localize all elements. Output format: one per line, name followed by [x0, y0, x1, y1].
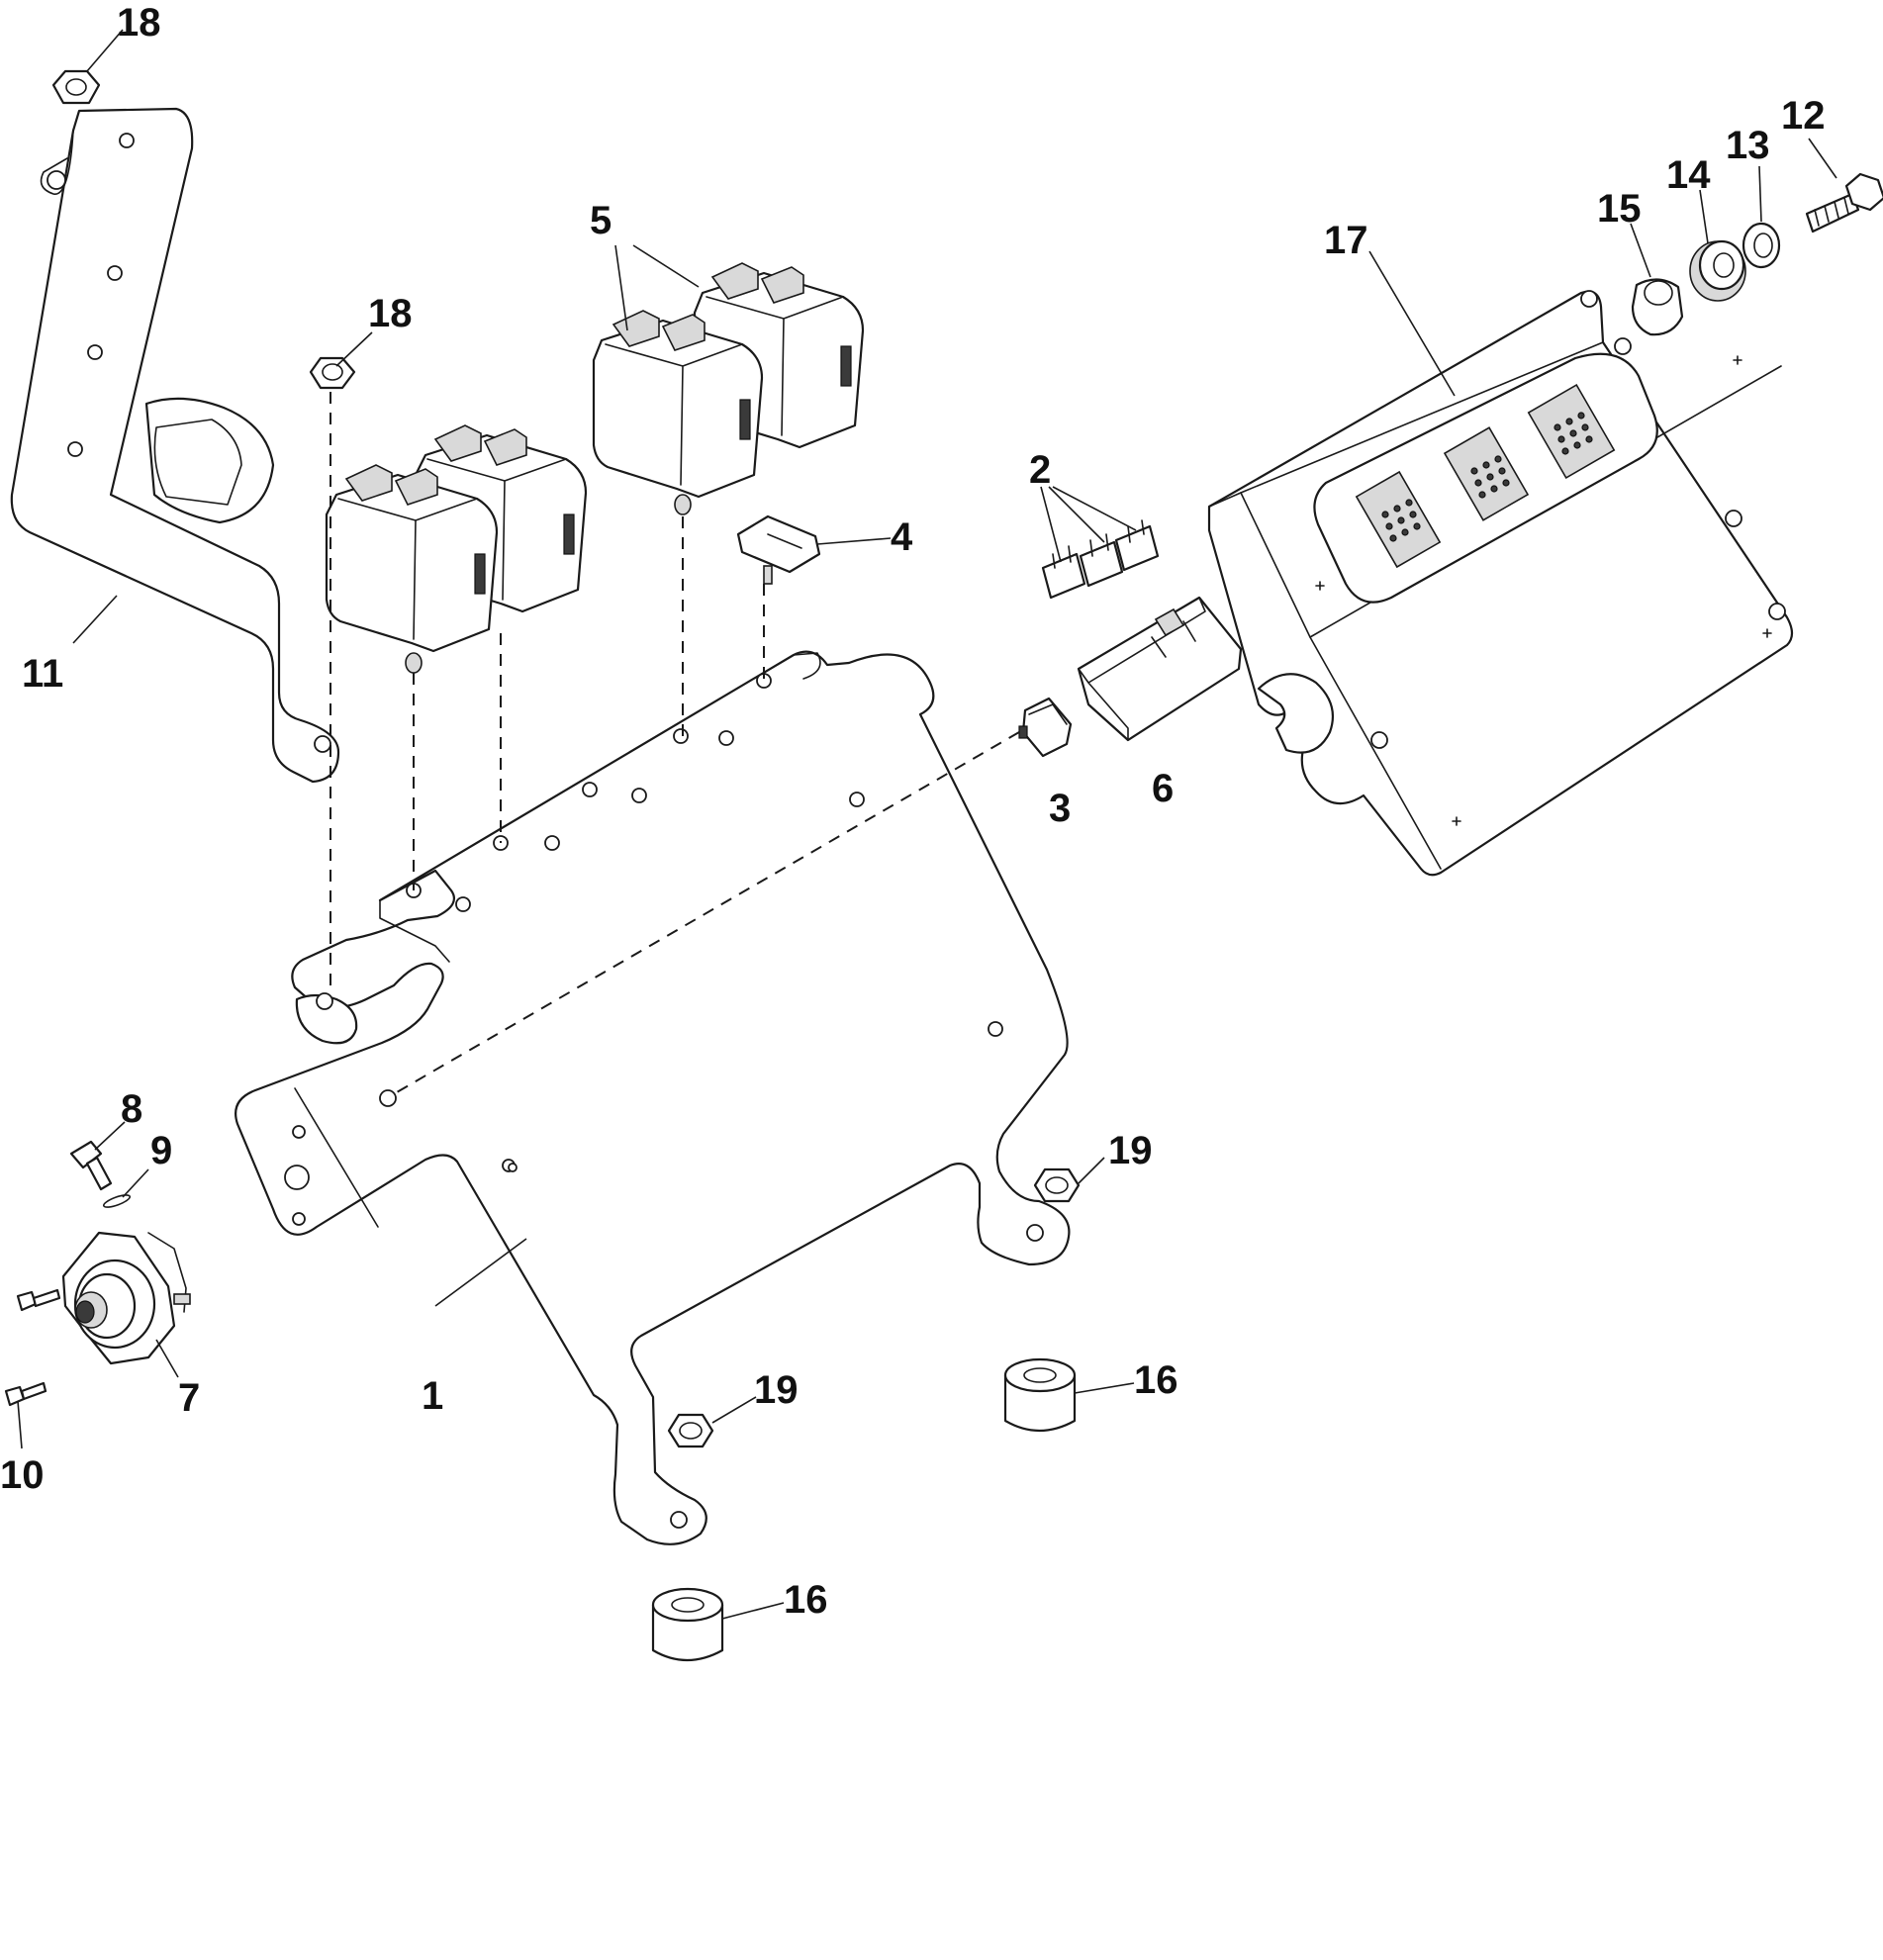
callout-16-right: 16	[1134, 1358, 1178, 1402]
ecm-module-17	[1207, 290, 1794, 877]
relay-lower-left	[325, 464, 499, 674]
screw-8	[69, 1140, 113, 1191]
callout-6: 6	[1152, 767, 1174, 810]
mounting-plate-1	[235, 650, 1071, 1545]
callouts: 18 18 5 4 2 3 6 17 15 14 13 12 11 1 19 1…	[0, 1, 1826, 1622]
grommet-14	[1689, 239, 1746, 302]
relay-5-upper-left	[592, 310, 764, 515]
sensor-7	[61, 1231, 191, 1365]
callout-3: 3	[1049, 787, 1071, 830]
callout-2: 2	[1029, 448, 1051, 492]
callout-14: 14	[1666, 153, 1711, 197]
nut-18-top	[51, 69, 101, 105]
callout-8: 8	[121, 1087, 142, 1131]
callout-11: 11	[22, 652, 63, 696]
callout-10: 10	[0, 1453, 45, 1497]
nut-19-right	[1033, 1167, 1081, 1203]
ecm-connector-pins	[1381, 412, 1593, 542]
callout-17: 17	[1324, 219, 1368, 262]
callout-18-top: 18	[117, 1, 161, 45]
bracket-11	[10, 107, 340, 784]
nut-19-bottom	[667, 1413, 714, 1448]
fuse-block-6	[1077, 596, 1243, 742]
screw-10-lower	[4, 1381, 47, 1407]
spacer-16-right	[1003, 1357, 1077, 1432]
screw-10-upper	[16, 1288, 61, 1312]
spacer-15	[1631, 278, 1684, 336]
callout-7: 7	[178, 1376, 200, 1420]
callout-9: 9	[150, 1129, 172, 1172]
fuse-3	[1018, 697, 1073, 758]
assembly-lines	[330, 392, 1020, 1097]
callout-5: 5	[590, 199, 612, 242]
nut-18-mid	[309, 356, 356, 390]
leader-lines	[17, 29, 1837, 1620]
callout-19-bottom: 19	[754, 1368, 799, 1412]
callout-13: 13	[1726, 124, 1770, 167]
callout-16-bottom: 16	[784, 1578, 828, 1622]
clip-4	[736, 514, 821, 585]
callout-12: 12	[1781, 94, 1826, 138]
washer-13	[1742, 222, 1781, 269]
bolt-12	[1805, 172, 1883, 233]
callout-18-mid: 18	[368, 292, 413, 335]
oring-9	[102, 1194, 132, 1208]
callout-15: 15	[1597, 187, 1642, 231]
callout-1: 1	[422, 1374, 443, 1418]
callout-19-right: 19	[1108, 1129, 1153, 1172]
callout-4: 4	[891, 515, 913, 559]
spacer-16-bottom	[651, 1587, 724, 1661]
fuses-2	[1041, 519, 1160, 600]
